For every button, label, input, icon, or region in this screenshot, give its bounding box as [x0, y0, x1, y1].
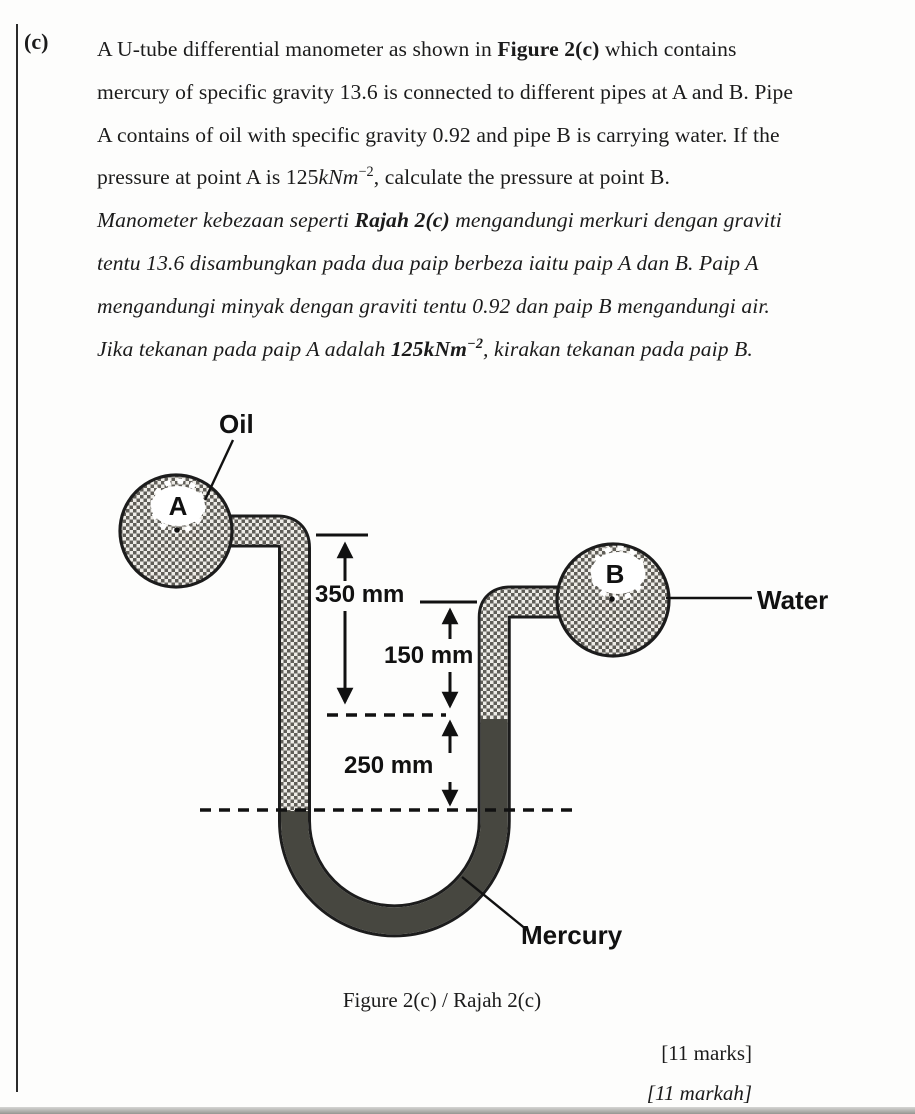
marks-english: [11 marks] — [661, 1041, 752, 1065]
pipe-b-label-patch — [591, 552, 645, 594]
question-text-english: A U-tube differential manometer as shown… — [97, 28, 882, 199]
question-line: mengandungi minyak dengan graviti tentu … — [97, 293, 770, 318]
water-column — [480, 588, 613, 724]
oil-leader-line — [203, 439, 235, 501]
question-line: A U-tube differential manometer as shown… — [97, 37, 737, 61]
oil-label: Oil — [219, 409, 254, 439]
marks-malay: [11 markah] — [646, 1081, 752, 1105]
mercury-label: Mercury — [521, 920, 623, 950]
point-b-dot — [609, 596, 615, 602]
pipe-b-letter: B — [606, 559, 625, 589]
marks-block: [11 marks] [11 markah] — [647, 1033, 752, 1113]
water-annotation: Water — [666, 585, 828, 615]
dim-150-label: 150 mm — [384, 642, 473, 669]
question-line: mercury of specific gravity 13.6 is conn… — [97, 79, 794, 104]
manometer-figure: A B 350 mm 150 mm 250 mm Oil Wa — [118, 409, 828, 950]
mercury-leader-line — [461, 876, 528, 931]
scan-bottom-edge — [0, 1107, 915, 1114]
water-label: Water — [757, 585, 828, 615]
u-tube — [176, 514, 613, 938]
pipe-a-letter: A — [169, 491, 188, 521]
mercury-column — [281, 719, 508, 935]
left-margin-rule — [16, 24, 18, 1092]
mercury-annotation: Mercury — [461, 876, 623, 950]
point-a-dot — [174, 527, 180, 533]
question-part-label: (c) — [24, 29, 49, 54]
question-line: A contains of oil with specific gravity … — [97, 122, 780, 147]
pipe-b-dotted-ring — [590, 545, 646, 601]
oil-annotation: Oil — [203, 409, 254, 501]
pipe-a-label-patch — [151, 486, 205, 526]
question-text: A U-tube differential manometer as shown… — [97, 28, 882, 370]
dim-350-label: 350 mm — [315, 581, 404, 608]
question-line: pressure at point A is 125kNm−2, calcula… — [97, 164, 671, 190]
question-line: Jika tekanan pada paip A adalah 125kNm−2… — [97, 335, 753, 361]
question-text-malay: Manometer kebezaan seperti Rajah 2(c) me… — [97, 199, 882, 370]
pipe-b: B — [555, 542, 671, 658]
dimension-250mm: 250 mm — [344, 719, 459, 807]
question-line: Manometer kebezaan seperti Rajah 2(c) me… — [97, 208, 782, 233]
dim-250-label: 250 mm — [344, 752, 433, 779]
pipe-a: A — [118, 473, 234, 589]
oil-column — [176, 517, 308, 814]
dimension-150mm: 150 mm — [384, 600, 477, 709]
question-line: tentu 13.6 disambungkan pada dua paip be… — [97, 250, 759, 275]
dimension-350mm: 350 mm — [315, 533, 404, 705]
figure-caption: Figure 2(c) / Rajah 2(c) — [342, 988, 542, 1012]
